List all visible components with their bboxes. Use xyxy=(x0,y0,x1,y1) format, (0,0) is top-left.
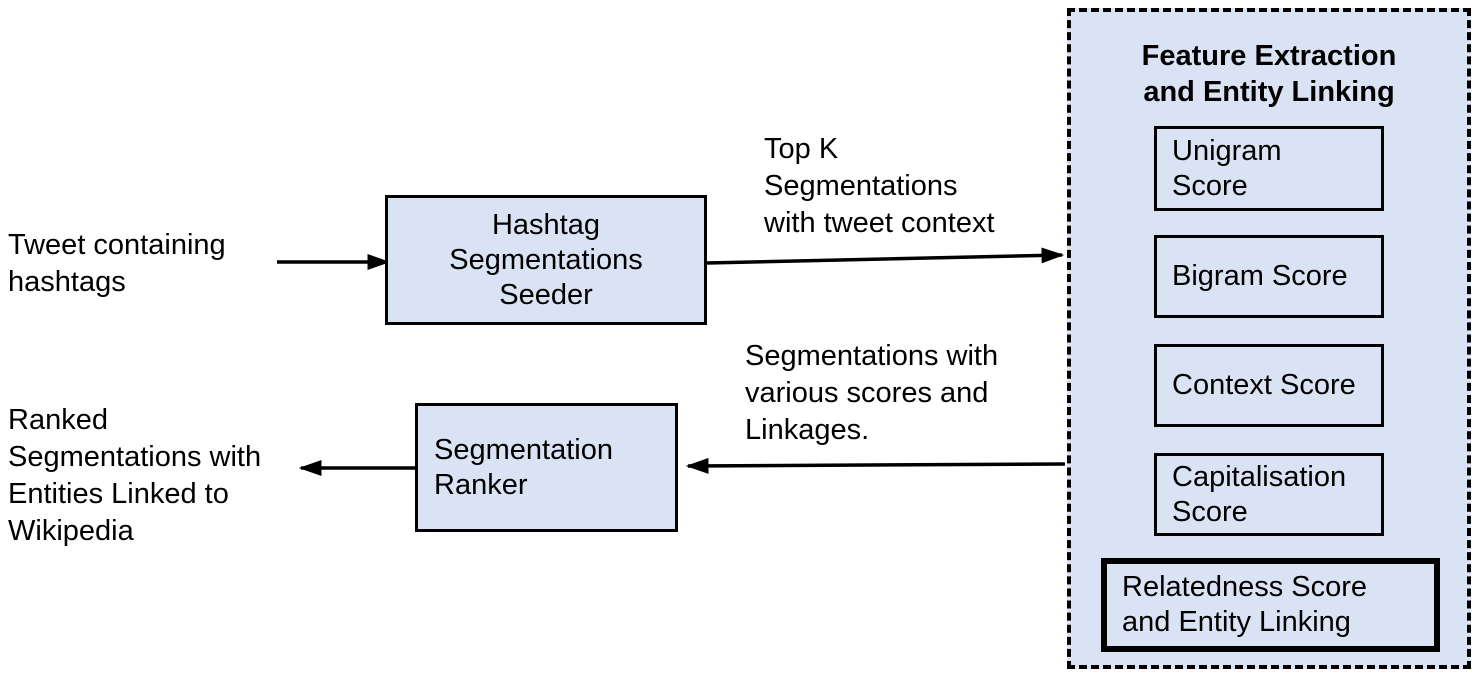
output-label: Ranked Segmentations with Entities Linke… xyxy=(8,404,262,547)
panel-title: Feature Extraction and Entity Linking xyxy=(1141,40,1397,108)
arrow-seeder-to-panel xyxy=(706,247,1065,265)
hashtag-segmentations-seeder-node: Hashtag Segmentations Seeder xyxy=(385,195,707,325)
arrow-panel-to-ranker xyxy=(685,457,1066,474)
bottom-arrow-label: Segmentations with various scores and Li… xyxy=(745,340,999,446)
bigram-score-box: Bigram Score xyxy=(1154,235,1384,318)
context-score-box: Context Score xyxy=(1154,344,1384,427)
input-label: Tweet containing hashtags xyxy=(8,229,226,298)
capitalisation-score-box: Capitalisation Score xyxy=(1154,453,1384,536)
top-arrow-label: Top K Segmentations with tweet context xyxy=(764,133,995,239)
segmentation-ranker-node: Segmentation Ranker xyxy=(415,403,678,532)
feature-extraction-panel: Feature Extraction and Entity Linking Un… xyxy=(1067,8,1471,669)
relatedness-score-entity-linking-box: Relatedness Score and Entity Linking xyxy=(1101,558,1440,652)
unigram-score-box: Unigram Score xyxy=(1154,126,1384,211)
